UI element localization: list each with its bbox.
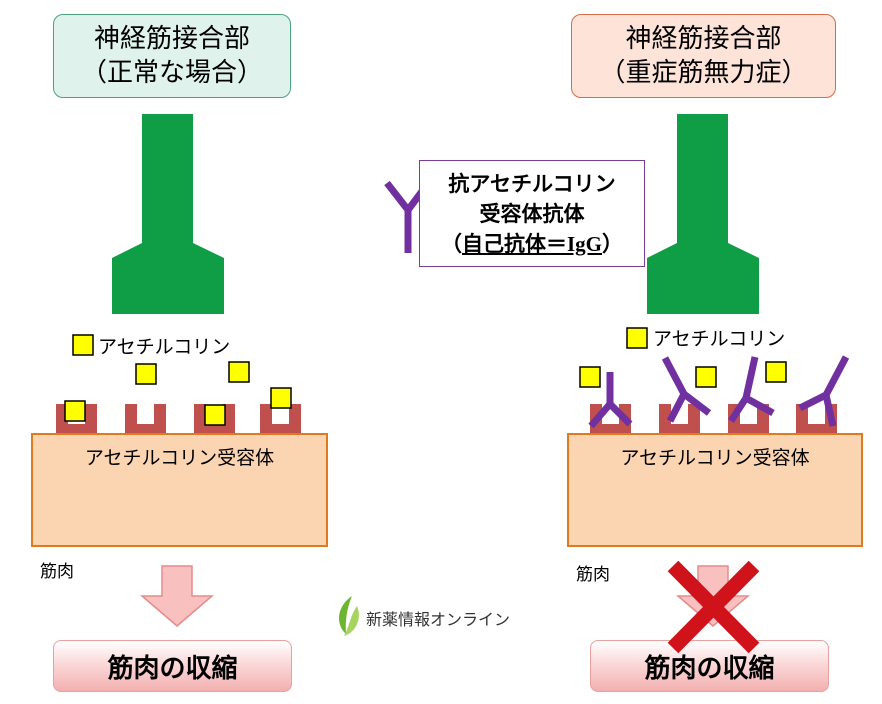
acetylcholine-molecule [579, 366, 601, 388]
result-mg-text: 筋肉の収縮 [644, 653, 775, 684]
title-mg-line1: 神経筋接合部 [625, 24, 782, 54]
ach-label-mg: アセチルコリン [653, 328, 786, 350]
acetylcholine-molecule [270, 387, 292, 409]
acetylcholine-molecule [135, 363, 157, 385]
acetylcholine-molecule [695, 366, 717, 388]
antibody-line3-main: 自己抗体＝ [461, 231, 567, 256]
title-mg-line2: （重症筋無力症） [599, 58, 808, 88]
nerve-terminal-normal [112, 114, 224, 314]
acetylcholine-molecule [72, 334, 94, 356]
logo-text: 新薬情報オンライン [366, 610, 511, 629]
antibody-line2: 受容体抗体 [479, 201, 585, 226]
acetylcholine-normal [64, 334, 292, 426]
result-contraction-normal: 筋肉の収縮 [53, 640, 292, 692]
receptor-label-normal: アセチルコリン受容体 [84, 447, 275, 469]
acetylcholine-molecule [626, 327, 648, 349]
antibody-icon [798, 355, 850, 427]
title-myasthenia: 神経筋接合部 （重症筋無力症） [571, 14, 836, 98]
antibody-icon [728, 356, 775, 423]
antibody-line1: 抗アセチルコリン [448, 171, 616, 196]
ach-label-normal: アセチルコリン [98, 336, 231, 358]
acetylcholine-molecule [64, 400, 86, 422]
leaf-logo-icon [339, 596, 359, 636]
muscle-label-mg: 筋肉 [576, 565, 610, 585]
acetylcholine-molecule [765, 361, 787, 383]
title-normal-line1: 神経筋接合部 [93, 24, 250, 54]
nerve-terminal-mg [647, 114, 759, 314]
result-normal-text: 筋肉の収縮 [107, 653, 238, 684]
antibody-line3: （自己抗体＝IgG） [420, 229, 644, 259]
title-normal-line2: （正常な場合） [80, 58, 263, 88]
receptor [125, 404, 166, 433]
receptor [659, 404, 700, 433]
receptor [260, 404, 301, 433]
antibody-label-box: 抗アセチルコリン 受容体抗体 （自己抗体＝IgG） [419, 160, 645, 267]
muscle-block-normal: アセチルコリン受容体 [31, 433, 328, 547]
antibodies-bound [588, 355, 850, 429]
title-normal: 神経筋接合部 （正常な場合） [53, 14, 291, 98]
antibody-icon [661, 356, 712, 423]
antibody-icon [588, 372, 633, 429]
receptor-label-mg: アセチルコリン受容体 [620, 447, 810, 469]
muscle-label-normal: 筋肉 [40, 562, 74, 582]
antibody-line3-suffix: ） [602, 231, 623, 256]
antibody-line3-prefix: （ [440, 231, 462, 256]
acetylcholine-molecule [228, 361, 250, 383]
antibody-line3-igg: IgG [566, 231, 602, 256]
down-arrow-icon [139, 565, 215, 627]
acetylcholine-mg [579, 327, 787, 388]
muscle-block-mg: アセチルコリン受容体 [567, 433, 863, 547]
red-cross-icon [667, 560, 760, 654]
acetylcholine-molecule [204, 404, 226, 426]
result-contraction-mg: 筋肉の収縮 [590, 640, 829, 692]
